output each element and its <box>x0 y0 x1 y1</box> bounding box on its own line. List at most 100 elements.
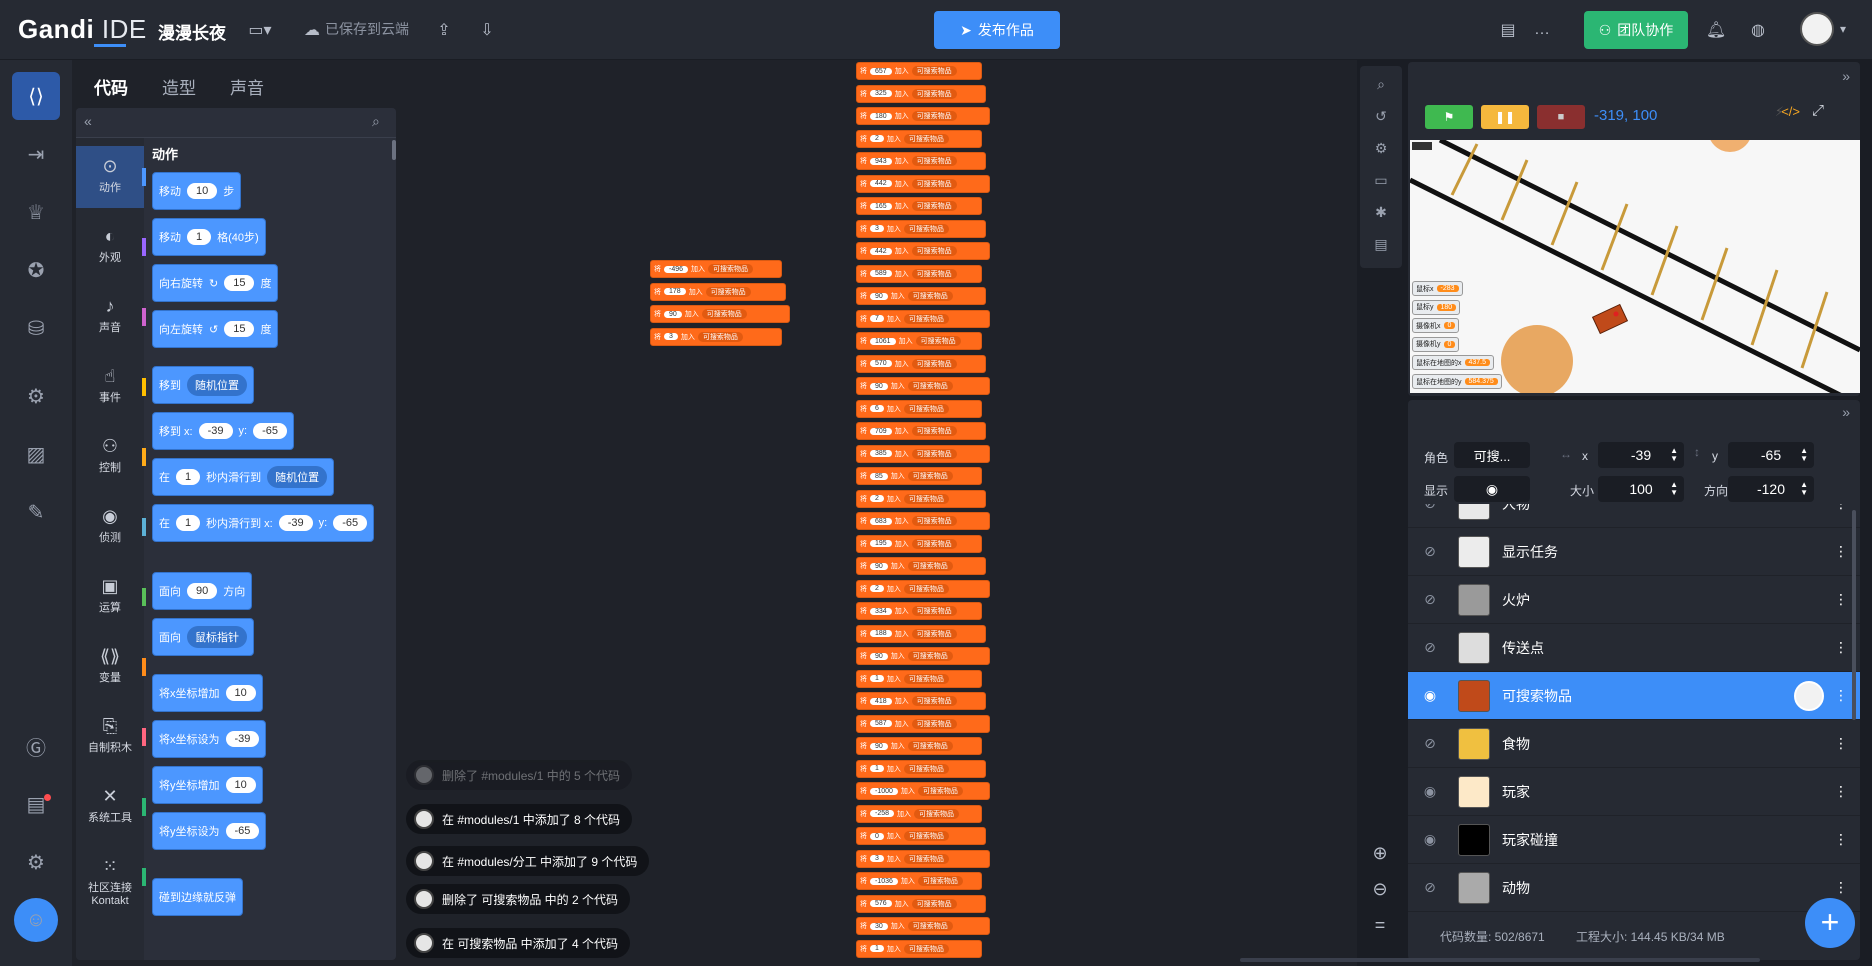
category-sound[interactable]: ♪声音 <box>76 286 146 348</box>
user-avatar-icon[interactable]: ☺ <box>14 898 58 942</box>
more-options-icon[interactable]: ⋮ <box>1834 879 1848 895</box>
list-dropdown[interactable]: 可搜索物品 <box>903 831 949 841</box>
list-dropdown[interactable]: 可搜索物品 <box>903 223 949 234</box>
list-dropdown[interactable]: 可搜索物品 <box>705 286 751 297</box>
upload-icon[interactable]: ⇪ <box>437 22 451 39</box>
list-dropdown[interactable]: 可搜索物品 <box>911 898 957 909</box>
notes-icon[interactable]: ▤ <box>26 793 46 816</box>
eye-off-icon[interactable]: ⊘ <box>1424 639 1436 655</box>
list-dropdown[interactable]: 可搜索物品 <box>708 264 754 274</box>
block-value[interactable]: 178 <box>664 288 686 295</box>
horizontal-scrollbar[interactable] <box>1240 958 1760 962</box>
block-value[interactable]: 0 <box>870 832 884 840</box>
list-dropdown[interactable]: 可搜索物品 <box>903 853 949 864</box>
publish-button[interactable]: ➤发布作品 <box>934 11 1060 49</box>
list-dropdown[interactable]: 可搜索物品 <box>911 606 957 616</box>
list-dropdown[interactable]: 可搜索物品 <box>903 763 949 774</box>
list-dropdown[interactable]: 可搜索物品 <box>911 718 957 729</box>
stepper-icon[interactable]: ▲▼ <box>1800 446 1808 463</box>
block-value[interactable]: 90 <box>870 562 888 570</box>
sprite-row[interactable]: ◉可搜索物品⋮ <box>1408 672 1860 720</box>
eye-icon[interactable]: ◉ <box>1423 783 1437 799</box>
block-value[interactable]: 85 <box>870 472 888 480</box>
list-dropdown[interactable]: 可搜索物品 <box>911 156 957 166</box>
list-dropdown[interactable]: 可搜索物品 <box>903 943 949 954</box>
database-icon[interactable]: ⛁ <box>27 317 45 340</box>
set-x-block[interactable]: 将x坐标设为-39 <box>152 720 267 758</box>
list-dropdown[interactable]: 可搜索物品 <box>911 516 957 526</box>
bug-icon[interactable]: ✱ <box>1375 204 1387 220</box>
collapse-icon[interactable]: « <box>84 113 92 129</box>
badge-icon[interactable]: ✪ <box>27 259 45 282</box>
block-value[interactable]: 442 <box>870 247 892 255</box>
stop-button[interactable]: ■ <box>1537 105 1585 129</box>
tab-sounds[interactable]: 声音 <box>230 79 264 98</box>
avatar[interactable] <box>1800 12 1834 46</box>
block-value[interactable]: 90 <box>870 292 888 300</box>
search-image-icon[interactable]: ⌕ <box>1377 76 1385 92</box>
stepper-icon[interactable]: ▲▼ <box>1670 480 1678 497</box>
block-value[interactable]: 334 <box>870 607 892 615</box>
stepper-icon[interactable]: ▲▼ <box>1670 446 1678 463</box>
block-value[interactable]: 587 <box>870 720 892 727</box>
block-value[interactable]: 6 <box>870 405 884 412</box>
list-dropdown[interactable]: 可搜索物品 <box>917 786 963 796</box>
list-dropdown[interactable]: 可搜索物品 <box>907 561 953 571</box>
category-my-blocks[interactable]: ⎘自制积木 <box>76 706 146 768</box>
block-value[interactable]: -258 <box>870 810 895 817</box>
sprite-row[interactable]: ⊘动物⋮ <box>1408 864 1860 912</box>
more-options-icon[interactable]: ⋮ <box>1834 504 1848 512</box>
list-dropdown[interactable]: 可搜索物品 <box>911 538 957 549</box>
block-value[interactable]: 30 <box>870 922 888 930</box>
tab-code[interactable]: 代码 <box>94 79 128 98</box>
zoom-out-icon[interactable]: ⊖ <box>1372 879 1388 899</box>
zoom-in-icon[interactable]: ⊕ <box>1372 843 1388 863</box>
more-options-icon[interactable]: ⋮ <box>1834 639 1848 655</box>
list-dropdown[interactable]: 可搜索物品 <box>911 628 957 639</box>
list-dropdown[interactable]: 可搜索物品 <box>911 268 957 279</box>
list-dropdown[interactable]: 可搜索物品 <box>903 403 949 414</box>
green-flag-button[interactable]: ⚑ <box>1425 105 1473 129</box>
category-tools[interactable]: ✕系统工具 <box>76 776 146 838</box>
folder-icon[interactable]: ▭▾ <box>248 22 272 39</box>
block-value[interactable]: 188 <box>870 630 892 637</box>
block-value[interactable]: 3 <box>664 333 678 340</box>
list-dropdown[interactable]: 可搜索物品 <box>911 201 957 211</box>
block-value[interactable]: 195 <box>870 540 892 547</box>
palette-scrollbar[interactable] <box>392 140 396 160</box>
category-control[interactable]: ⚇控制 <box>76 426 146 488</box>
more-options-icon[interactable]: ⋮ <box>1834 687 1848 703</box>
g-book-icon[interactable]: Ⓖ <box>26 737 46 760</box>
project-title[interactable]: 漫漫长夜 <box>158 24 226 43</box>
block-value[interactable]: 442 <box>870 180 892 187</box>
block-value[interactable]: 657 <box>870 67 892 75</box>
category-variables[interactable]: ⟪⟫变量 <box>76 636 146 698</box>
block-value[interactable]: 2 <box>870 585 884 592</box>
sprite-row[interactable]: ⊘火炉⋮ <box>1408 576 1860 624</box>
list-dropdown[interactable]: 可搜索物品 <box>911 696 957 706</box>
list-dropdown[interactable]: 可搜索物品 <box>907 921 953 931</box>
chevron-down-icon[interactable]: ▾ <box>1840 22 1847 36</box>
goto-block[interactable]: 移到随机位置 <box>152 366 254 404</box>
bell-icon[interactable]: 🔔︎ <box>1705 22 1727 39</box>
x-field[interactable]: -39▲▼ <box>1598 442 1684 468</box>
sprite-row[interactable]: ⊘人物⋮ <box>1408 504 1860 528</box>
block-value[interactable]: 2 <box>870 495 884 502</box>
download-icon[interactable]: ⇩ <box>480 22 494 39</box>
tab-costumes[interactable]: 造型 <box>162 79 196 98</box>
